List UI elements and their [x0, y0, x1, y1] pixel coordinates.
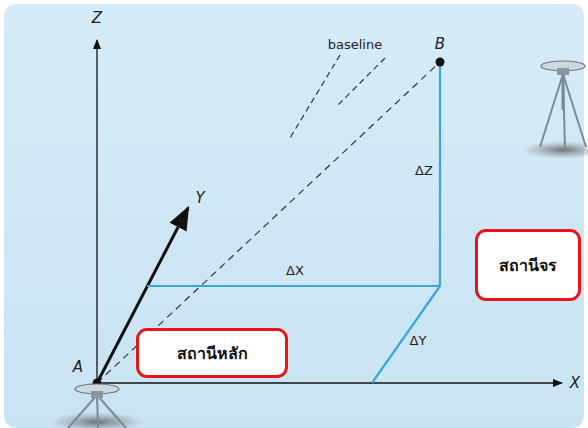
axis-label: X [570, 376, 580, 391]
tripod-base [49, 384, 145, 428]
background [4, 4, 584, 428]
axis-label: Y [195, 191, 204, 206]
baseline-label: baseline [328, 38, 382, 51]
baseline-line [97, 62, 440, 383]
point-label: A [73, 360, 83, 375]
baseline-leaders [290, 55, 385, 138]
point-b [436, 58, 445, 67]
axis-label: Z [92, 11, 102, 26]
station-box: สถานีจร [475, 229, 581, 301]
station-label: สถานีหลัก [177, 341, 248, 366]
station-box: สถานีหลัก [136, 328, 288, 378]
station-label: สถานีจร [499, 253, 557, 278]
point-label: B [435, 37, 445, 52]
delta-label: ΔY [410, 334, 427, 347]
z-axis [96, 40, 97, 383]
x-axis [97, 382, 562, 383]
delta-label: ΔX [286, 264, 304, 277]
delta-label: ΔZ [415, 164, 433, 177]
tripod-rover [521, 61, 588, 159]
